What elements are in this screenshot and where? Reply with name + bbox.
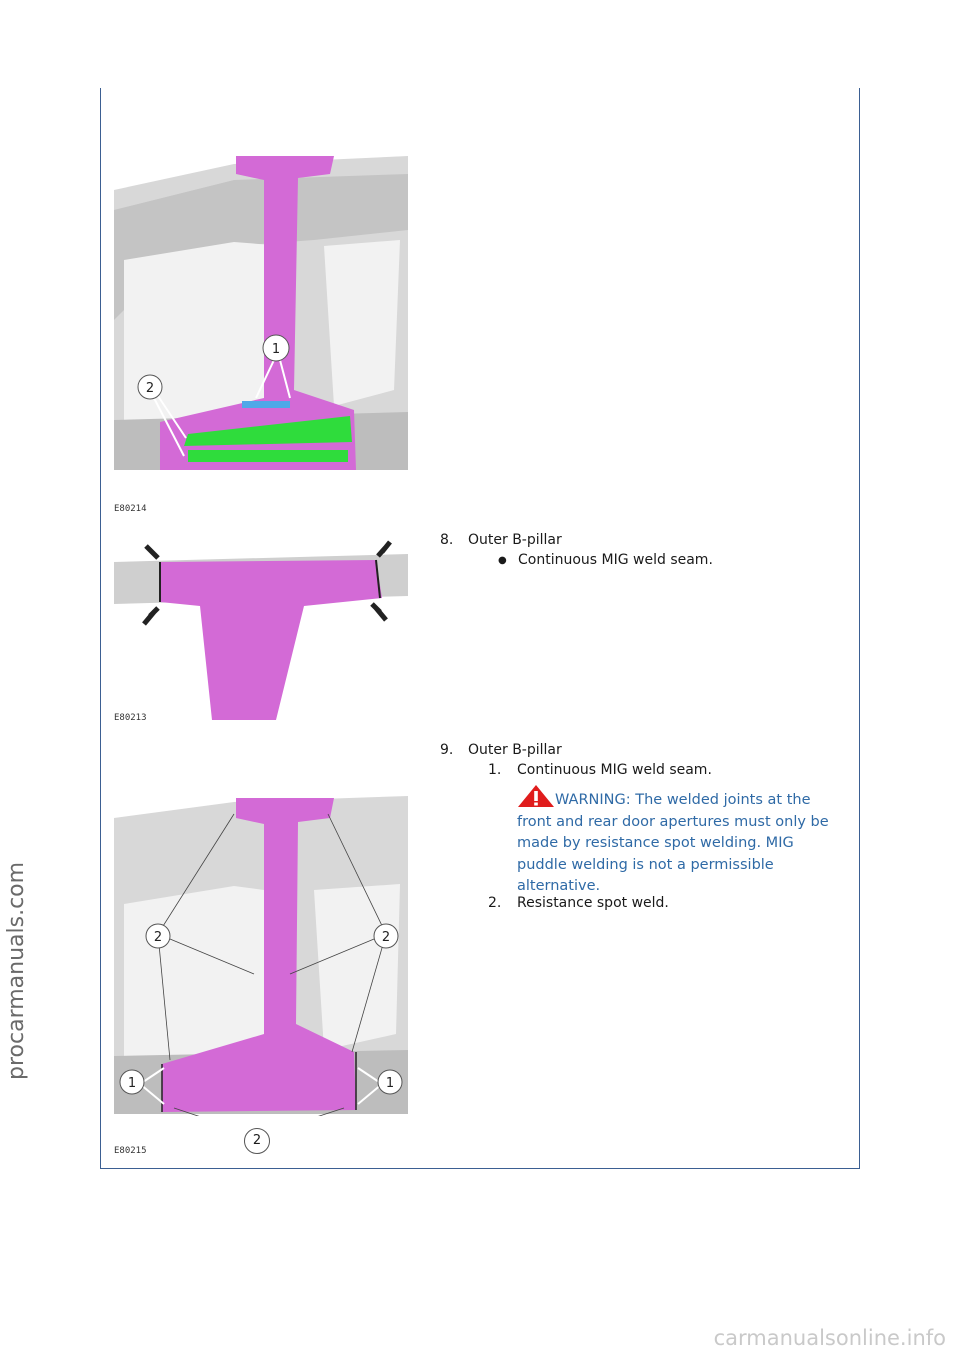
step-8: 8. Outer B-pillar xyxy=(440,530,562,550)
item-text: Resistance spot weld. xyxy=(517,895,669,911)
step-9-item-1: 1. Continuous MIG weld seam. xyxy=(488,760,712,780)
figure-3-callout-1-left: 1 xyxy=(128,1076,136,1091)
warning-text: WARNING: The welded joints at the front … xyxy=(517,792,829,894)
figure-e80215: 2 2 1 1 xyxy=(114,794,408,1116)
bullet-icon: ● xyxy=(498,555,507,566)
figure-code: E80213 xyxy=(114,713,147,723)
warning-block: WARNING: The welded joints at the front … xyxy=(517,784,847,898)
bullet-text: Continuous MIG weld seam. xyxy=(518,552,713,568)
b-pillar-inner-illustration: 1 2 xyxy=(114,150,408,472)
step-number: 8. xyxy=(440,532,454,548)
content-frame xyxy=(100,88,860,1169)
b-pillar-spot-weld-illustration: 2 2 1 1 xyxy=(114,794,408,1116)
b-pillar-outer-illustration xyxy=(114,532,408,720)
step-title: Outer B-pillar xyxy=(468,532,562,548)
step-9-item-2: 2. Resistance spot weld. xyxy=(488,893,669,913)
step-title: Outer B-pillar xyxy=(468,742,562,758)
figure-3-callout-2-left: 2 xyxy=(154,930,162,945)
step-8-bullet: ● Continuous MIG weld seam. xyxy=(498,550,713,571)
figure-code: E80214 xyxy=(114,504,147,514)
item-text: Continuous MIG weld seam. xyxy=(517,762,712,778)
item-number: 2. xyxy=(488,895,502,911)
bottom-watermark: carmanualsonline.info xyxy=(713,1326,946,1350)
step-9: 9. Outer B-pillar xyxy=(440,740,562,760)
side-watermark: procarmanuals.com xyxy=(4,861,29,1080)
figure-code: E80215 xyxy=(114,1146,147,1156)
step-number: 9. xyxy=(440,742,454,758)
figure-e80214: 1 2 xyxy=(114,150,408,472)
figure-3-callout-1-right: 1 xyxy=(386,1076,394,1091)
figure-3-callout-2-right: 2 xyxy=(382,930,390,945)
warning-icon xyxy=(518,785,554,807)
figure-e80213 xyxy=(114,532,408,720)
figure-1-callout-1: 1 xyxy=(272,342,280,357)
figure-3-callout-2-bottom: 2 xyxy=(244,1128,270,1154)
item-number: 1. xyxy=(488,762,502,778)
figure-1-callout-2: 2 xyxy=(146,381,154,396)
